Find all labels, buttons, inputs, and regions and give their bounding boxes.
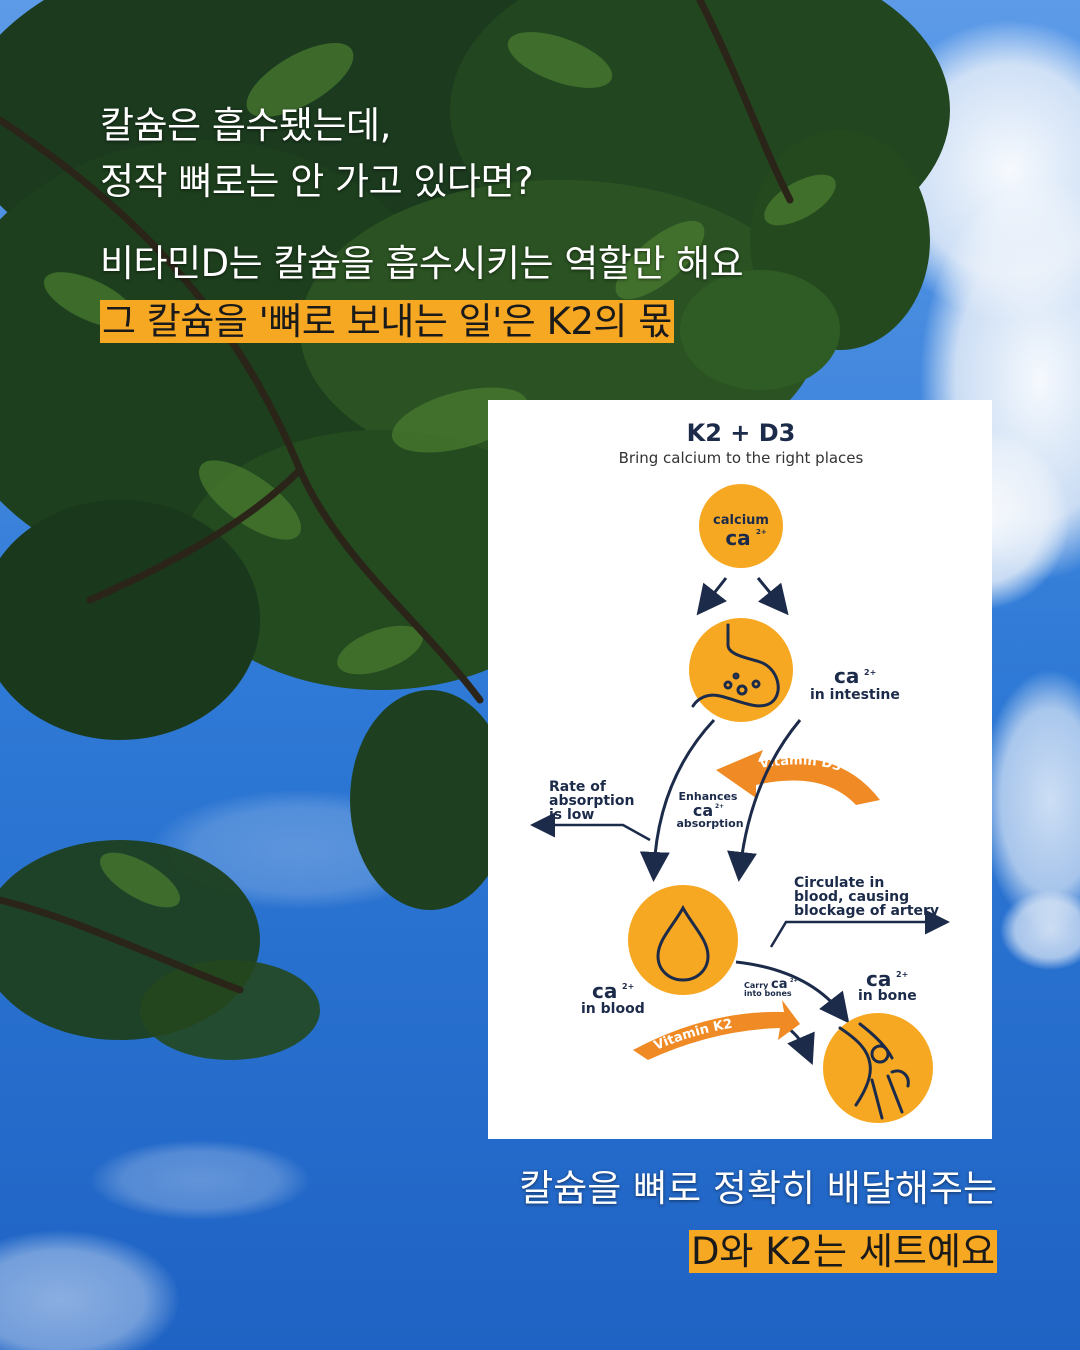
intestine-ca-symbol: ca: [834, 664, 859, 688]
intestine-ca-charge: 2+: [864, 668, 876, 677]
intestine-circle: [689, 618, 793, 722]
bone-circle: [823, 1013, 933, 1123]
caption-line-1: 칼슘을 뼈로 정확히 배달해주는: [519, 1167, 997, 1210]
circulate-line-3: blockage of artery: [794, 903, 939, 919]
carry-ca-charge: 2+: [790, 978, 798, 984]
carry-ca-symbol: ca: [771, 977, 787, 992]
bone-ca-symbol: ca: [866, 967, 891, 991]
k2-d3-diagram: K2 + D3 Bring calcium to the right place…: [530, 419, 950, 1123]
arrow-intestine-to-blood-right: [727, 719, 802, 882]
caption-line-2: D와 K2는 세트예요: [688, 1226, 997, 1278]
stomach-icon: [691, 623, 780, 708]
intestine-label: in intestine: [810, 687, 900, 703]
bone-ca-charge: 2+: [896, 970, 908, 979]
rate-line-2: absorption: [549, 793, 634, 809]
headline-line-3: 비타민D는 칼슘을 흡수시키는 역할만 해요: [100, 242, 744, 285]
arrow-calcium-right: [756, 577, 789, 616]
blood-circle: [628, 885, 738, 995]
diagram-title: K2 + D3: [687, 419, 796, 447]
k2-d3-diagram-card: K2 + D3 Bring calcium to the right place…: [488, 400, 992, 1139]
headline-line-4: 그 칼슘을 '뼈로 보내는 일'은 K2의 몫: [100, 296, 674, 348]
circulate-line-2: blood, causing: [794, 889, 909, 905]
enhances-line-1: Enhances: [679, 790, 738, 803]
arrow-rate-low: [530, 812, 651, 842]
arrow-circulate: [769, 909, 950, 948]
carry-line-1: Carry: [744, 981, 769, 990]
vitamin-k2-arrow: [633, 1000, 800, 1060]
blood-drop-icon: [656, 904, 710, 982]
circulate-line-1: Circulate in: [794, 875, 884, 891]
knee-joint-icon: [838, 1022, 910, 1120]
vitamin-k2-label: Vitamin K2: [652, 1017, 734, 1054]
enhances-ca-charge: 2+: [715, 803, 724, 810]
blood-ca-symbol: ca: [592, 979, 617, 1003]
rate-line-3: is low: [549, 807, 594, 823]
calcium-circle: [699, 484, 783, 568]
arrow-calcium-left: [696, 577, 728, 616]
caption-highlight: D와 K2는 세트예요: [688, 1230, 997, 1273]
headline-line-2: 정작 뼈로는 안 가고 있다면?: [100, 160, 534, 203]
calcium-charge: 2+: [756, 528, 767, 536]
carry-line-2: into bones: [744, 989, 792, 998]
diagram-subtitle: Bring calcium to the right places: [619, 449, 864, 467]
vitamin-d3-arrow: [716, 750, 880, 805]
enhances-line-2: absorption: [676, 817, 743, 830]
headline-line-1: 칼슘은 흡수됐는데,: [100, 104, 391, 147]
calcium-symbol: ca: [725, 526, 750, 550]
blood-label: in blood: [581, 1001, 645, 1017]
bone-label: in bone: [858, 988, 917, 1004]
arrow-intestine-to-blood-left: [639, 718, 716, 882]
blood-ca-charge: 2+: [622, 982, 634, 991]
enhances-ca-symbol: ca: [693, 801, 713, 820]
arrow-blood-to-bone: [735, 960, 850, 1024]
headline-highlight: 그 칼슘을 '뼈로 보내는 일'은 K2의 몫: [100, 300, 674, 343]
calcium-label: calcium: [713, 513, 769, 528]
rate-line-1: Rate of: [549, 779, 607, 795]
